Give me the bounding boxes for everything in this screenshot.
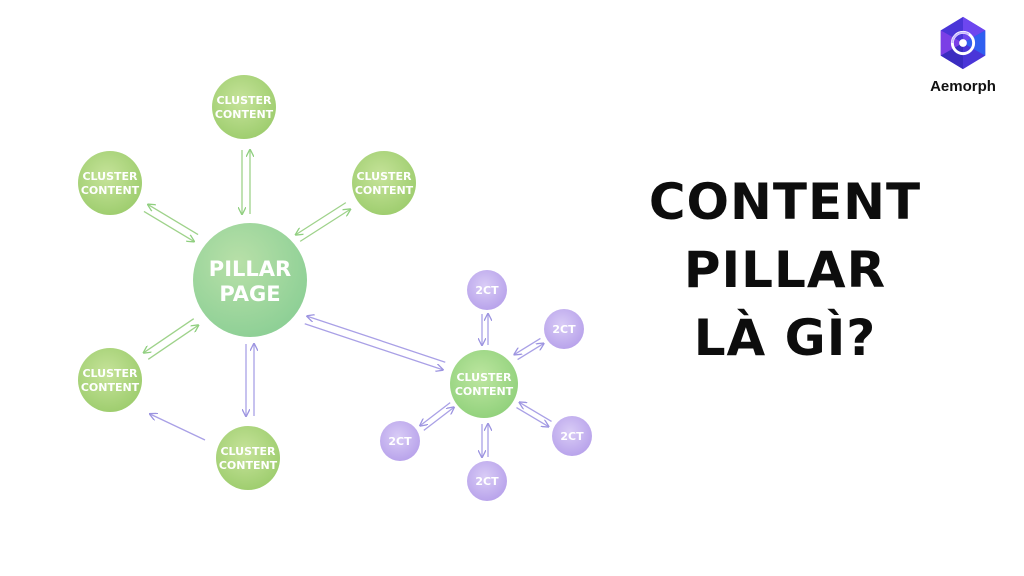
arrow-pillar-lower-left-forward bbox=[147, 325, 198, 360]
sub-node-lower-right: 2CT bbox=[552, 416, 592, 456]
cluster-node-lower-left: CLUSTER CONTENT bbox=[78, 348, 142, 412]
pillar-label-line2: PAGE bbox=[219, 282, 280, 306]
sub-node-label: 2CT bbox=[388, 435, 412, 448]
headline-line3: LÀ GÌ? bbox=[693, 309, 877, 367]
arrow-hub-lower-right-back bbox=[520, 402, 552, 422]
connector-arrows bbox=[144, 150, 552, 457]
cluster-node-top: CLUSTER CONTENT bbox=[212, 75, 276, 139]
sub-node-bottom: 2CT bbox=[467, 461, 507, 501]
cluster-label-line2: CONTENT bbox=[219, 459, 278, 472]
cluster-label-line2: CONTENT bbox=[355, 184, 414, 197]
arrow-pillar-hub-forward bbox=[304, 323, 443, 370]
cluster-label-line2: CONTENT bbox=[81, 184, 140, 197]
sub-node-label: 2CT bbox=[552, 323, 576, 336]
arrow-pillar-lower-left-back bbox=[144, 318, 195, 353]
arrow-hub-left-forward bbox=[420, 402, 451, 426]
cluster-label-line1: CLUSTER bbox=[216, 94, 272, 107]
cluster-label-line1: CLUSTER bbox=[356, 170, 412, 183]
cluster-node-upper-left: CLUSTER CONTENT bbox=[78, 151, 142, 215]
arrow-pillar-hub-back bbox=[307, 316, 446, 363]
arrow-hub-upper-right-back bbox=[514, 337, 541, 354]
brand-name: Aemorph bbox=[930, 78, 996, 95]
brand-logo: Aemorph bbox=[918, 14, 1008, 95]
cluster-label-line1: CLUSTER bbox=[82, 367, 138, 380]
arrow-pillar-upper-right-forward bbox=[296, 202, 347, 235]
aemorph-logo-icon bbox=[940, 16, 986, 70]
cluster-label-line2: CONTENT bbox=[81, 381, 140, 394]
arrow-pillar-upper-right-back bbox=[299, 209, 350, 242]
cluster-hub-node: CLUSTER CONTENT bbox=[450, 350, 518, 418]
sub-node-top: 2CT bbox=[467, 270, 507, 310]
sub-node-label: 2CT bbox=[475, 475, 499, 488]
pillar-label-line1: PILLAR bbox=[209, 257, 291, 281]
sub-node-upper-right: 2CT bbox=[544, 309, 584, 349]
headline-line1: CONTENT bbox=[648, 173, 922, 231]
pillar-page-node: PILLAR PAGE bbox=[193, 223, 307, 337]
arrow-pillar-upper-left-forward bbox=[143, 210, 194, 241]
cluster-node-upper-right: CLUSTER CONTENT bbox=[352, 151, 416, 215]
arrow-bottom-to-lower-left bbox=[150, 414, 206, 441]
sub-node-left: 2CT bbox=[380, 421, 420, 461]
headline-line2: PILLAR bbox=[683, 241, 887, 299]
arrow-pillar-upper-left-back bbox=[148, 205, 199, 236]
headline: CONTENT PILLAR LÀ GÌ? bbox=[600, 168, 970, 372]
cluster-node-bottom: CLUSTER CONTENT bbox=[216, 426, 280, 490]
arrow-hub-upper-right-forward bbox=[517, 344, 544, 361]
arrow-hub-left-back bbox=[423, 407, 454, 431]
hub-label-line1: CLUSTER bbox=[456, 371, 512, 384]
cluster-label-line1: CLUSTER bbox=[82, 170, 138, 183]
cluster-label-line2: CONTENT bbox=[215, 108, 274, 121]
sub-node-label: 2CT bbox=[560, 430, 584, 443]
sub-node-label: 2CT bbox=[475, 284, 499, 297]
cluster-label-line1: CLUSTER bbox=[220, 445, 276, 458]
arrow-hub-lower-right-forward bbox=[516, 407, 548, 427]
hub-label-line2: CONTENT bbox=[455, 385, 514, 398]
